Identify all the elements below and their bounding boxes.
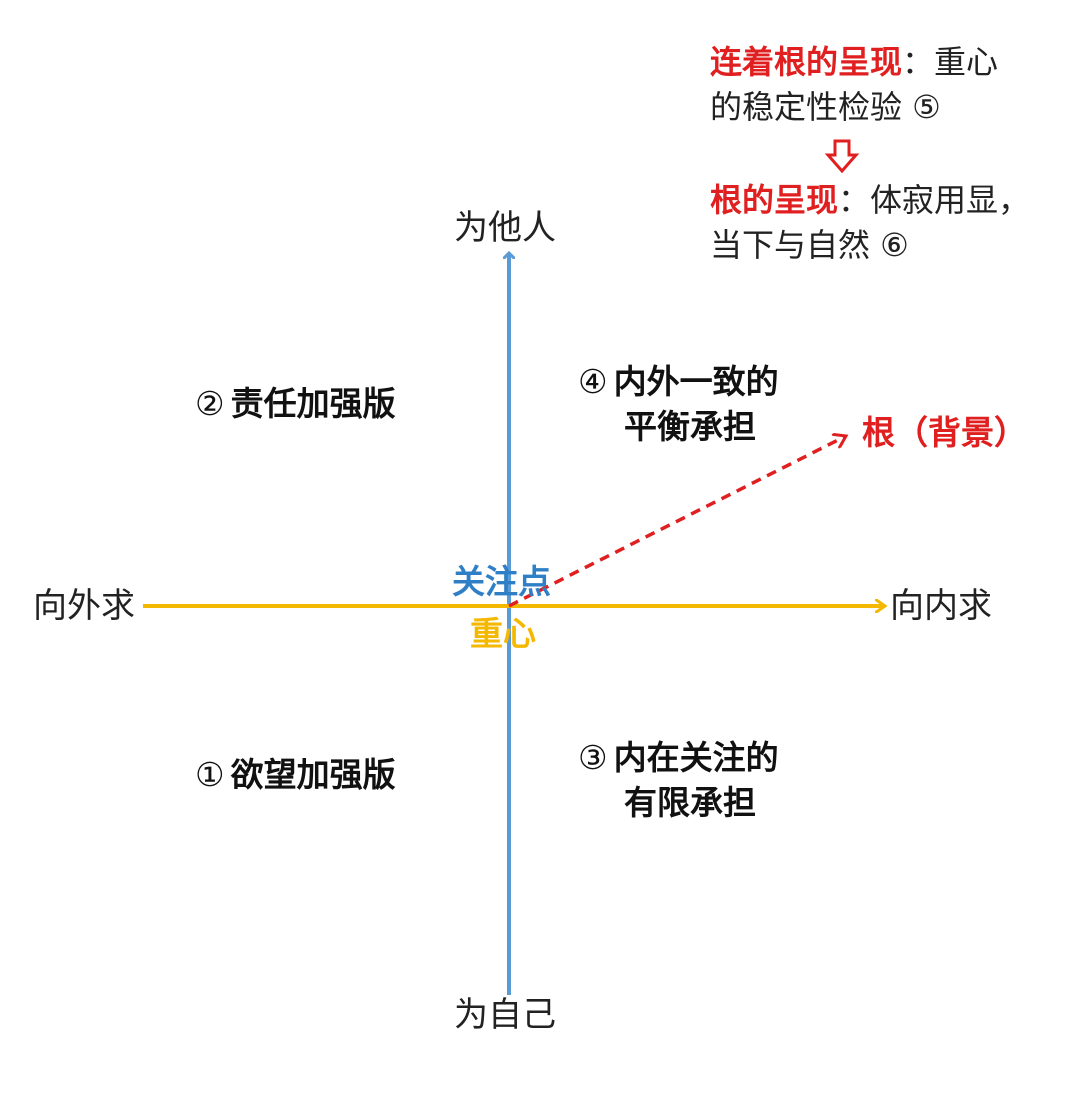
hollow-down-arrow-icon: [824, 139, 860, 174]
axis-label-left: 向外求: [33, 586, 135, 626]
note-6-highlight: 根的呈现: [710, 181, 839, 219]
note-5-highlight: 连着根的呈现: [710, 43, 903, 81]
quadrant-3-line2: 有限承担: [624, 782, 756, 822]
quadrant-2-line1: 责任加强版: [230, 384, 396, 423]
quadrant-3-number: ③: [578, 738, 608, 777]
axis-label-top: 为他人: [454, 208, 556, 248]
quadrant-3-line1: 内在关注的: [613, 738, 779, 777]
root-arrow: [508, 436, 846, 608]
quadrant-1-line1: 欲望加强版: [230, 755, 396, 794]
quadrant-1-number: ①: [195, 755, 225, 794]
quadrant-4-line2: 平衡承担: [624, 406, 756, 446]
center-of-gravity-label: 重心: [470, 614, 536, 653]
note-5: 连着根的呈现：重心 的稳定性检验 ⑤: [710, 40, 998, 130]
axis-label-right: 向内求: [890, 586, 992, 626]
note-6-rest: ：体寂用显，: [838, 181, 1031, 219]
note-6: 根的呈现：体寂用显， 当下与自然 ⑥: [710, 178, 1030, 268]
axis-label-bottom: 为自己: [454, 995, 556, 1035]
quadrant-4-number: ④: [578, 362, 608, 401]
note-6-line1: 根的呈现：体寂用显，: [710, 178, 1030, 223]
note-5-line2: 的稳定性检验 ⑤: [710, 87, 941, 126]
focus-point-label: 关注点: [452, 562, 551, 601]
quadrant-2-number: ②: [195, 384, 225, 423]
note-6-line2: 当下与自然 ⑥: [710, 225, 909, 264]
quadrant-4-line1: 内外一致的: [613, 362, 779, 401]
note-5-line1: 连着根的呈现：重心: [710, 40, 998, 85]
root-label: 根（背景）: [862, 413, 1027, 452]
note-5-rest: ：重心: [902, 43, 999, 81]
